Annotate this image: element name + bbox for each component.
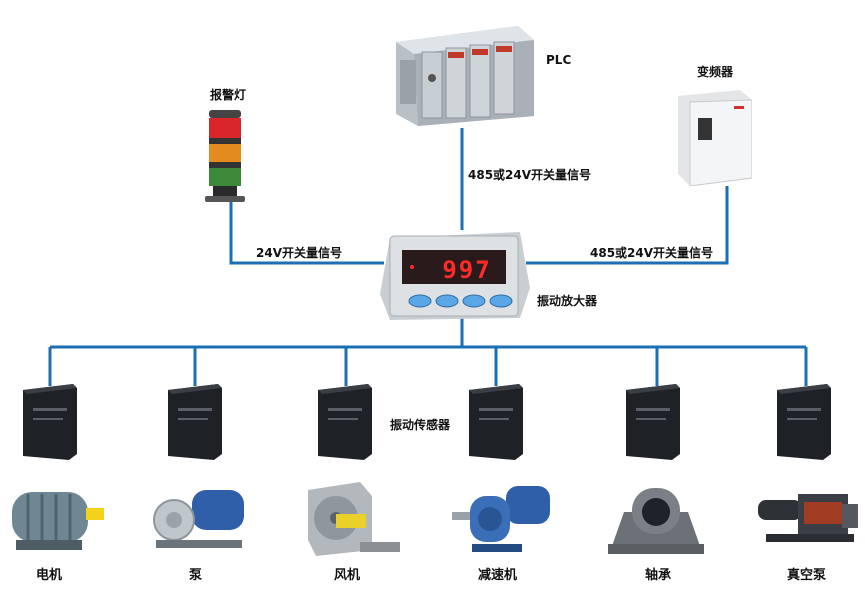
vibration-sensor [469, 384, 523, 460]
vibration-sensor [318, 384, 372, 460]
plc-label: PLC [546, 53, 572, 67]
vfd-link-label: 485或24V开关量信号 [590, 246, 714, 260]
amplifier-label: 振动放大器 [537, 294, 598, 308]
fan-image [308, 482, 400, 556]
alarm-light-device [205, 110, 245, 202]
machine-label-motor: 电机 [36, 568, 63, 583]
plc-device [396, 26, 534, 126]
vibration-sensor [168, 384, 222, 460]
vfd-link-line [526, 186, 729, 265]
vfd-label: 变频器 [697, 65, 734, 79]
reducer-image [452, 486, 550, 552]
machine-label-reducer: 减速机 [478, 568, 518, 583]
vibration-sensor [777, 384, 831, 460]
vibration-sensor [626, 384, 680, 460]
vibration-sensor [23, 384, 77, 460]
alarm-light-label: 报警灯 [210, 88, 247, 102]
sensor-label: 振动传感器 [390, 418, 451, 432]
vfd-device [678, 90, 752, 186]
machine-label-bearing: 轴承 [645, 568, 672, 583]
amplifier-display-value: 997 [442, 256, 492, 284]
plc-link-label: 485或24V开关量信号 [468, 168, 592, 182]
vibration-amplifier: 997 [380, 228, 530, 322]
alarm-link-label: 24V开关量信号 [256, 246, 342, 260]
machine-label-pump: 泵 [189, 568, 203, 583]
alarm-link-line [229, 202, 384, 265]
machine-label-fan: 风机 [334, 568, 361, 583]
pump-image [153, 490, 244, 548]
machine-label-vacuum-pump: 真空泵 [787, 568, 827, 583]
bearing-image [608, 488, 704, 554]
vacuum-pump-image [758, 494, 858, 542]
motor-image [12, 492, 104, 550]
